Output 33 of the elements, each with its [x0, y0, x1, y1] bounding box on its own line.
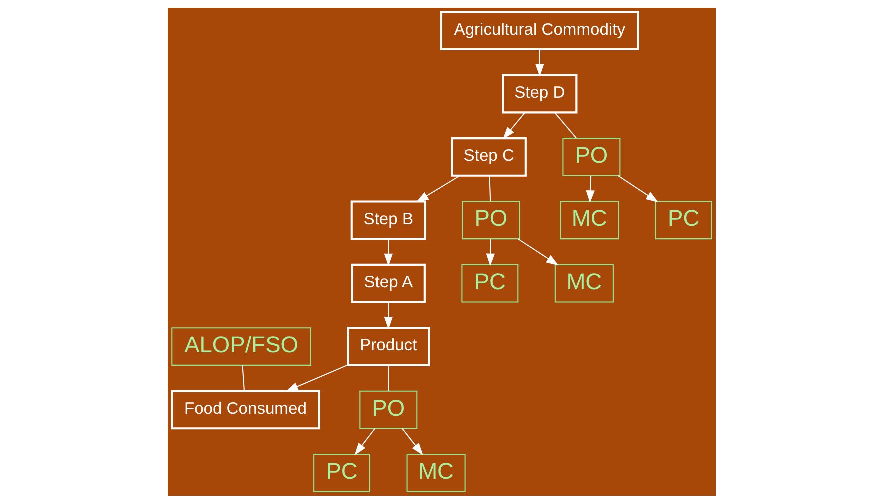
node-box: PO [462, 201, 520, 240]
arrow [354, 428, 376, 456]
arrow [384, 239, 392, 266]
node-box: Step C [450, 138, 526, 177]
arrow [285, 364, 348, 392]
node-box: Agricultural Commodity [440, 11, 639, 51]
arrow [618, 176, 658, 203]
connector [488, 176, 491, 202]
connector [554, 112, 576, 139]
node-box: PC [461, 264, 518, 303]
arrow [535, 50, 544, 77]
node-box: MC [406, 454, 466, 492]
arrow [517, 238, 558, 266]
arrow [502, 112, 526, 140]
node-box: Step A [350, 264, 426, 304]
arrow [586, 176, 594, 204]
node-box: PO [562, 138, 620, 176]
node-box: Product [346, 327, 430, 366]
node-box: Step D [502, 74, 578, 114]
node-box: Step B [350, 200, 426, 240]
node-box: PO [359, 390, 418, 430]
connector [388, 366, 389, 392]
arrow [416, 176, 460, 203]
node-box: MC [554, 264, 614, 303]
arrow [384, 302, 392, 330]
arrow [402, 428, 423, 456]
node-box: Food Consumed [170, 390, 320, 430]
connector [242, 365, 244, 392]
node-box: ALOP/FSO [171, 328, 311, 366]
node-box: MC [560, 201, 619, 240]
node-box: PC [313, 454, 370, 492]
arrow [486, 239, 494, 266]
node-box: PC [654, 201, 712, 240]
